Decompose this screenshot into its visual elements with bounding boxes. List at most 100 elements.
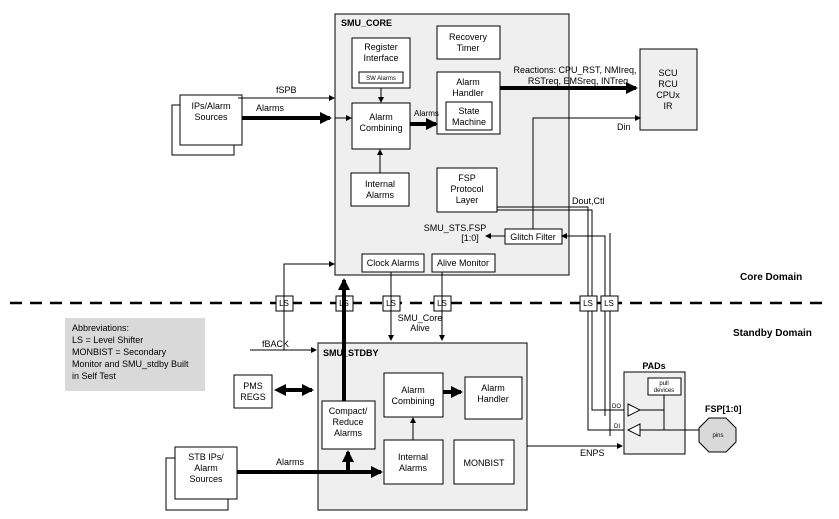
din-line xyxy=(532,115,641,229)
stb-alarms-label: Alarms xyxy=(276,457,305,467)
sb-alarm-handler-label-2: Handler xyxy=(477,394,509,404)
dout-ctl-label: Dout,Ctl xyxy=(572,196,605,206)
alarm-combining-label-1: Alarm xyxy=(369,112,393,122)
smu-core-title: SMU_CORE xyxy=(341,18,392,28)
output-driver-icon xyxy=(627,403,642,417)
compact-label-2: Reduce xyxy=(332,417,363,427)
alarm-combining-box: Alarm Combining xyxy=(351,102,411,150)
scu-label-4: IR xyxy=(664,101,674,111)
sb-internal-label-2: Alarms xyxy=(399,463,428,473)
alive-monitor-label: Alive Monitor xyxy=(437,258,489,268)
clock-alarms-box: Clock Alarms xyxy=(361,253,425,273)
stb-ips-label-1: STB IPs/ xyxy=(188,452,224,462)
scu-label-1: SCU xyxy=(658,68,677,78)
internal-alarms-box: Internal Alarms xyxy=(350,172,410,207)
dout-line-1 xyxy=(497,206,624,431)
sb-internal-alarms-box: Internal Alarms xyxy=(383,439,444,485)
internal-alarms-label-2: Alarms xyxy=(366,190,395,200)
stb-ips-label-3: Sources xyxy=(189,474,223,484)
alive-monitor-box: Alive Monitor xyxy=(431,253,496,273)
fsp-layer-label-2: Protocol xyxy=(450,184,483,194)
level-shifter-5: LS xyxy=(579,295,598,312)
fback-label: fBACK xyxy=(262,339,289,349)
fback-core-line xyxy=(283,261,335,311)
monbist-label: MONBIST xyxy=(463,458,505,468)
smu-stdby-title: SMU_STDBY xyxy=(323,348,379,358)
stb-ips-label-2: Alarm xyxy=(194,463,218,473)
ls-label-6: LS xyxy=(604,299,614,308)
internal-alarms-label-1: Internal xyxy=(365,179,395,189)
sb-alarm-combining-label-1: Alarm xyxy=(401,385,425,395)
smu-sts-fsp-label-1: SMU_STS.FSP xyxy=(424,223,487,233)
recovery-timer-label-1: Recovery xyxy=(449,32,488,42)
abbr-line-4: Monitor and SMU_stdby Built xyxy=(72,359,189,369)
scu-label-3: CPUx xyxy=(656,90,680,100)
pins-octagon: pins xyxy=(698,417,737,453)
register-interface-box: Register Interface SW Alarms xyxy=(351,37,411,89)
enps-label: ENPS xyxy=(580,448,605,458)
alarms-small-label: Alarms xyxy=(414,109,439,118)
register-interface-label-2: Interface xyxy=(363,53,398,63)
fsp-layer-label-1: FSP xyxy=(458,173,476,183)
reactions-label-2: RSTreq, EMSreq, INTreq xyxy=(528,76,628,86)
standby-domain-label: Standby Domain xyxy=(733,328,812,339)
ips-alarm-sources-box: IPs/Alarm Sources xyxy=(171,94,243,156)
smu-sts-fsp-label-2: [1:0] xyxy=(461,233,479,243)
pull-devices-label-2: devices xyxy=(654,388,674,394)
alarms-input-label: Alarms xyxy=(256,103,285,113)
core-domain-label: Core Domain xyxy=(740,272,802,283)
ls-label-5: LS xyxy=(583,299,593,308)
state-machine-label-1: State xyxy=(458,106,479,116)
fsp-pins-label: FSP[1:0] xyxy=(705,404,742,414)
smu-core-alive-label-2: Alive xyxy=(410,323,430,333)
alarm-handler-box: Alarm Handler State Machine xyxy=(436,71,501,135)
pms-regs-box: PMS REGS xyxy=(233,374,273,409)
abbreviations-box: Abbreviations: LS = Level Shifter MONBIS… xyxy=(65,318,205,391)
monbist-box: MONBIST xyxy=(453,439,515,485)
scu-label-2: RCU xyxy=(658,79,678,89)
fspb-label: fSPB xyxy=(276,85,297,95)
alarm-handler-label-1: Alarm xyxy=(456,77,480,87)
pms-label-2: REGS xyxy=(240,392,266,402)
compact-label-1: Compact/ xyxy=(329,406,368,416)
glitch-filter-label: Glitch Filter xyxy=(510,232,556,242)
pads-box: PADs pull devices DO DI xyxy=(612,361,700,455)
recovery-timer-box: Recovery Timer xyxy=(436,25,501,60)
sb-internal-label-1: Internal xyxy=(398,452,428,462)
pms-label-1: PMS xyxy=(243,381,263,391)
alarm-handler-label-2: Handler xyxy=(452,88,484,98)
sb-alarm-handler-box: Alarm Handler xyxy=(464,376,523,420)
di-label: DI xyxy=(614,424,620,430)
sw-alarms-label: SW Alarms xyxy=(366,76,396,82)
recovery-timer-label-2: Timer xyxy=(457,43,480,53)
pins-label: pins xyxy=(712,433,723,439)
ips-alarm-label-1: IPs/Alarm xyxy=(191,101,230,111)
fsp-protocol-layer-box: FSP Protocol Layer xyxy=(436,167,498,213)
level-shifter-6: LS xyxy=(600,295,619,312)
stb-ips-alarm-sources-box: STB IPs/ Alarm Sources xyxy=(165,446,238,511)
smu-core-alive-label-1: SMU_Core xyxy=(398,313,443,323)
register-interface-label-1: Register xyxy=(364,42,398,52)
glitch-filter-box: Glitch Filter xyxy=(504,228,563,245)
scu-box: SCU RCU CPUx IR xyxy=(639,48,698,131)
pull-devices-label-1: pull xyxy=(659,381,668,387)
compact-label-3: Alarms xyxy=(334,428,363,438)
clock-alarms-label: Clock Alarms xyxy=(367,258,420,268)
pad-feedback-line-1 xyxy=(561,233,606,416)
ips-alarm-label-2: Sources xyxy=(194,112,228,122)
state-machine-label-2: Machine xyxy=(452,117,486,127)
abbr-line-3: MONBIST = Secondary xyxy=(72,347,167,357)
reactions-label-1: Reactions: CPU_RST, NMIreq, xyxy=(513,65,636,75)
fsp-layer-label-3: Layer xyxy=(456,195,479,205)
alarm-combining-label-2: Combining xyxy=(359,123,402,133)
compact-reduce-box: Compact/ Reduce Alarms xyxy=(321,400,376,450)
abbr-line-1: Abbreviations: xyxy=(72,323,129,333)
abbr-line-2: LS = Level Shifter xyxy=(72,335,143,345)
abbr-line-5: in Self Test xyxy=(72,371,116,381)
sb-alarm-combining-box: Alarm Combining xyxy=(383,372,444,418)
do-label: DO xyxy=(612,404,621,410)
sb-alarm-combining-label-2: Combining xyxy=(391,396,434,406)
sb-alarm-handler-label-1: Alarm xyxy=(481,383,505,393)
pads-label: PADs xyxy=(642,361,665,371)
